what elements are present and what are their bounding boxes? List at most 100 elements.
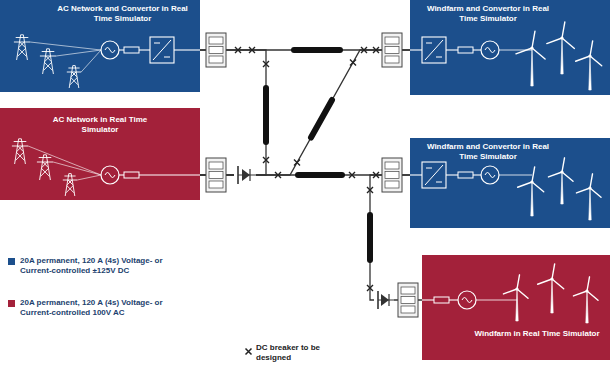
turbine-hub	[588, 186, 591, 189]
ac-wire	[499, 175, 532, 176]
panel-illustration	[422, 255, 610, 360]
transformer-box	[124, 172, 139, 178]
ac-wire	[473, 49, 481, 50]
turbine-blade	[532, 31, 535, 48]
pylon-icon	[67, 66, 81, 88]
amplifier-rack	[206, 33, 226, 67]
dc-breaker	[367, 187, 373, 193]
turbine-tower	[561, 38, 563, 74]
turbine-tower	[551, 279, 553, 313]
turbine-blade	[562, 38, 574, 48]
ac-wire	[139, 174, 200, 175]
turbine-hub	[588, 54, 591, 57]
simulator-panel: Windfarm in Real Time Simulator	[422, 255, 610, 360]
generator-symbol	[458, 291, 476, 309]
turbine-blade	[590, 188, 601, 197]
simulator-panel: Windfarm and Convertor in Real Time Simu…	[410, 138, 610, 228]
turbine-tower	[531, 182, 533, 216]
turbine-hub	[560, 170, 563, 173]
dc-breaker	[249, 47, 255, 53]
ac-wire	[119, 174, 124, 175]
turbine-blade	[587, 291, 598, 300]
legend-entry: 20A permanent, 120 A (4s) Voltage- or Cu…	[8, 256, 165, 275]
turbine-blade	[532, 48, 545, 59]
turbine-blade	[552, 279, 564, 289]
turbine-blade	[516, 48, 532, 54]
transformer-box	[124, 47, 139, 53]
turbine-hub	[550, 277, 553, 280]
dc-breaker	[350, 60, 356, 66]
generator-symbol	[101, 41, 119, 59]
turbine-blade	[548, 172, 562, 177]
turbine-blade	[518, 182, 532, 187]
dc-breaker	[263, 61, 269, 67]
turbine-blade	[576, 188, 590, 193]
pylon-icon	[12, 139, 28, 164]
turbine-blade	[532, 182, 544, 192]
converter-mark	[425, 40, 443, 60]
turbine-tower	[561, 172, 563, 204]
legend-swatch	[8, 258, 15, 265]
legend-swatch	[8, 300, 15, 307]
sine-mark	[105, 173, 115, 178]
converter-mark	[153, 40, 171, 60]
pylon-icon	[63, 174, 77, 196]
dc-cable	[294, 47, 340, 53]
sine-mark	[485, 173, 495, 178]
turbine-blade	[547, 38, 562, 44]
turbine-blade	[587, 277, 590, 291]
turbine-blade	[517, 289, 528, 298]
power-line	[77, 175, 101, 180]
power-line	[81, 50, 101, 72]
turbine-tower	[586, 291, 588, 323]
dc-cable	[311, 100, 332, 138]
panel-title: AC Network and Convertor in Real Time Si…	[50, 4, 195, 23]
turbine-blade	[562, 158, 565, 172]
simulator-panel: AC Network in Real Time Simulator	[0, 108, 200, 200]
ac-wire	[174, 49, 200, 50]
dc-breaker	[294, 160, 300, 166]
turbine-blade	[576, 56, 590, 61]
turbine-blade	[532, 167, 535, 182]
simulator-panel: Windfarm and Convertor in Real Time Simu…	[410, 0, 610, 95]
turbine-blade	[573, 291, 587, 296]
pylon-icon	[37, 155, 53, 180]
panel-title: AC Network in Real Time Simulator	[45, 115, 155, 134]
dc-breaker	[235, 47, 241, 53]
generator-symbol	[481, 41, 499, 59]
dc-breaker	[349, 172, 355, 178]
transformer-box	[458, 172, 473, 178]
turbine-blade	[562, 22, 565, 38]
ac-wire	[410, 49, 422, 50]
panel-title: Windfarm and Convertor in Real Time Simu…	[418, 142, 558, 161]
dc-cable	[266, 50, 370, 260]
panel-title: Windfarm and Convertor in Real Time Simu…	[418, 4, 558, 23]
panel-title: Windfarm in Real Time Simulator	[472, 329, 602, 339]
turbine-blade	[517, 275, 520, 289]
simulator-panel: AC Network and Convertor in Real Time Si…	[0, 0, 200, 92]
converter-mark	[425, 165, 443, 185]
legend-text: 20A permanent, 120 A (4s) Voltage- or Cu…	[20, 256, 165, 275]
turbine-tower	[589, 56, 591, 90]
converter-symbol	[374, 290, 394, 310]
panel-illustration	[410, 138, 610, 228]
sine-mark	[462, 298, 472, 303]
turbine-hub	[515, 287, 518, 290]
turbine-blade	[590, 56, 602, 66]
dc-cable	[263, 88, 269, 142]
breaker-symbol	[244, 347, 253, 356]
legend-entry: 20A permanent, 120 A (4s) Voltage- or Cu…	[8, 298, 165, 317]
transformer-box	[434, 297, 449, 303]
dc-breaker	[373, 172, 379, 178]
power-line	[53, 162, 101, 175]
amplifier-rack	[398, 283, 418, 317]
pylon-icon	[14, 35, 30, 60]
dc-cable	[298, 172, 342, 178]
pylon-icon	[40, 49, 56, 74]
dc-cable	[367, 215, 373, 260]
turbine-hub	[530, 46, 533, 49]
generator-symbol	[101, 166, 119, 184]
legend-text: DC breaker to be designed	[256, 343, 331, 362]
turbine-blade	[538, 279, 552, 284]
